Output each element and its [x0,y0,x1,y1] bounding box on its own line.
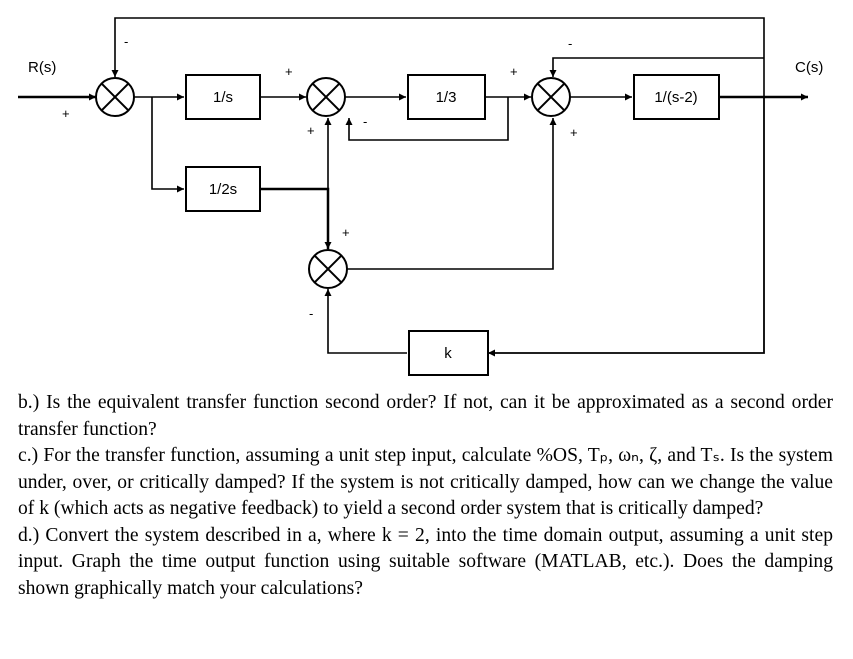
wire-sj1-to-half-integrator [151,97,184,193]
sj1-feedback-sign: - [124,34,128,49]
block-integrator [185,74,261,120]
sj2-loop-sign: - [363,114,367,129]
block-plant [633,74,720,120]
integrator-label: 1/s [213,89,233,106]
question-c: c.) For the transfer function, assuming … [18,445,833,519]
wire-half-integrator-to-sj4 [260,187,332,249]
output-label: C(s) [795,59,823,76]
sj2-forward-sign: + [285,64,293,79]
question-b: b.) Is the equivalent transfer function … [18,392,833,440]
block-gain-third [407,74,486,120]
sj3-lower-sign: + [570,125,578,140]
gain-third-label: 1/3 [436,89,457,106]
sj4-top-sign: + [342,225,350,240]
sj4-bottom-sign: - [309,306,313,321]
sj3-forward-sign: + [510,64,518,79]
question-text: b.) Is the equivalent transfer function … [18,390,833,602]
wire-sj4-to-sj3 [347,118,557,270]
sj3-top-sign: - [568,36,572,51]
block-half-integrator [185,166,261,212]
summing-junction-3 [531,77,571,117]
wire-inner-loop-feedback [345,97,509,141]
sj2-lower-sign: + [307,123,315,138]
plant-label: 1/(s-2) [654,89,697,106]
wire-output-to-k [488,97,765,357]
question-d: d.) Convert the system described in a, w… [18,524,833,599]
feedback-gain-label: k [444,345,452,362]
wire-k-to-sj4 [324,289,407,354]
wire-sj3-top-feedback [549,57,764,77]
input-label: R(s) [28,59,56,76]
summing-junction-4 [308,249,348,289]
summing-junction-2 [306,77,346,117]
half-integrator-label: 1/2s [209,181,237,198]
block-feedback-gain [408,330,489,376]
summing-junction-1 [95,77,135,117]
sj1-input-sign: + [62,106,70,121]
block-diagram: 1/s 1/3 1/(s-2) 1/2s k R(s) C(s) + - + +… [18,17,823,376]
